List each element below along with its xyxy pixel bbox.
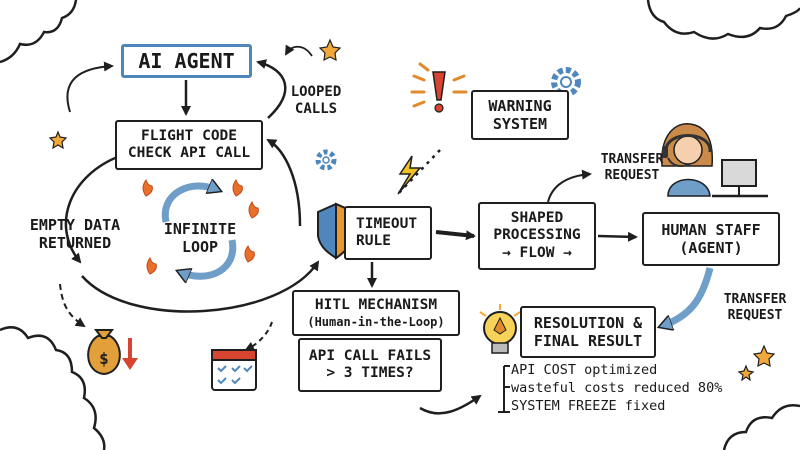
api-fails-box: API CALL FAILS > 3 TIMES?: [298, 338, 442, 392]
loop-arc-curl-left: [66, 61, 114, 113]
timeout-rule-box: TIMEOUT RULE: [344, 206, 432, 260]
arrow-timeout-to-shaped: [435, 230, 476, 241]
arrow-human-to-resolution: [662, 267, 714, 326]
money-bag-icon: $: [87, 329, 138, 376]
arrow-shaped-to-transfer: [547, 169, 592, 203]
infinite-loop-icon: [161, 186, 237, 276]
warning-exclamation-icon: [410, 62, 468, 113]
list-item: SYSTEM FREEZE fixed: [511, 398, 666, 414]
ai-agent-label: AI AGENT: [138, 49, 235, 73]
cycle-arc-left: [64, 154, 121, 264]
cloud-decoration-bottom-right: [722, 404, 800, 450]
lightning-icon: [397, 155, 422, 195]
list-item: wasteful costs reduced 80%: [511, 380, 723, 396]
list-item: API COST optimized: [511, 362, 658, 378]
human-staff-box: HUMAN STAFF (AGENT): [642, 212, 780, 266]
shaped-processing-flow-box: SHAPED PROCESSING → FLOW →: [478, 202, 596, 270]
support-agent-icon: [661, 123, 768, 198]
warning-system-box: WARNING SYSTEM: [471, 90, 569, 140]
svg-text:$: $: [99, 349, 109, 368]
loop-arc-back-to-agent: [256, 59, 287, 119]
looped-calls-curl: [284, 44, 313, 57]
cloud-decoration-bottom-left: [0, 326, 106, 450]
results-list: API COST optimized wasteful costs reduce…: [511, 361, 722, 415]
cloud-decoration-top-left: [0, 0, 78, 64]
resolution-final-result-box: RESOLUTION & FINAL RESULT: [520, 306, 656, 358]
arrow-fails-to-result: [419, 394, 482, 415]
flight-code-check-box: FLIGHT CODE CHECK API CALL: [115, 120, 263, 170]
transfer-request-right-label: TRANSFER REQUEST: [723, 292, 787, 323]
calendar-icon: [211, 349, 257, 391]
star-icon: [48, 38, 776, 382]
cycle-arc-right: [266, 138, 302, 227]
ai-agent-box: AI AGENT: [121, 44, 252, 78]
arrow-shaped-to-human: [597, 231, 638, 242]
looped-calls-label: LOOPED CALLS: [290, 84, 342, 117]
lightbulb-icon: [479, 304, 521, 354]
transfer-request-top-label: TRANSFER REQUEST: [600, 152, 664, 183]
flame-icon: [142, 178, 259, 275]
empty-data-label: EMPTY DATA RETURNED: [29, 216, 121, 252]
cycle-arc-bottom: [81, 260, 320, 313]
arrow-empty-to-money: [59, 283, 86, 328]
infinite-loop-label: INFINITE LOOP: [163, 220, 237, 256]
results-bracket: [498, 365, 510, 413]
arrow-hitl-to-calendar: [244, 321, 273, 351]
cloud-decoration-top-right: [646, 0, 800, 40]
hitl-mechanism-box: HITL MECHANISM (Human-in-the-Loop): [292, 290, 460, 336]
arrow-dotted-warning: [395, 149, 441, 197]
